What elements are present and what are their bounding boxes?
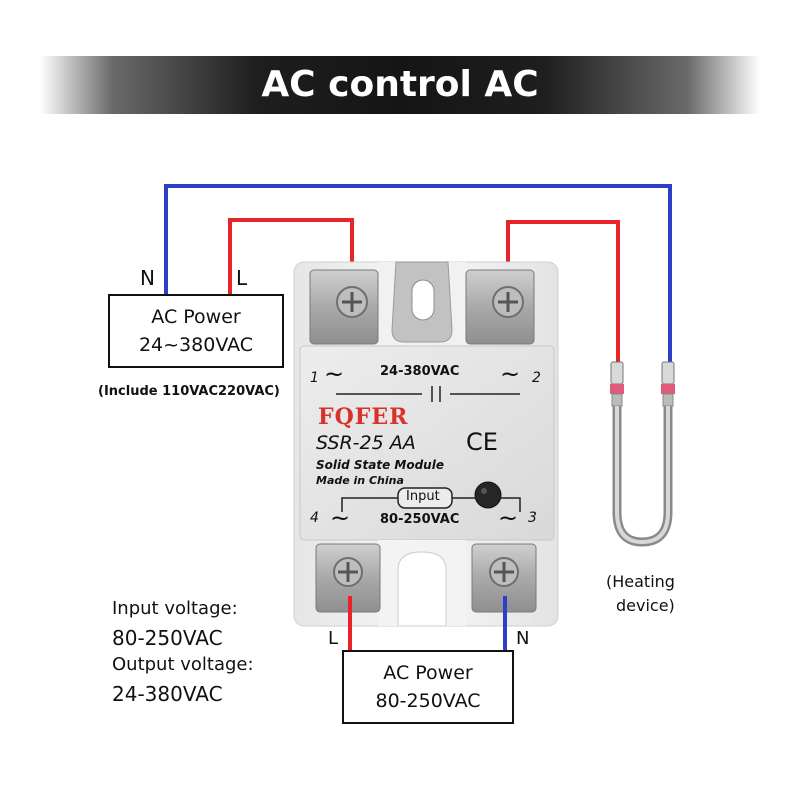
module-type-label: Solid State Module (316, 458, 444, 472)
neutral-wire-bottom (503, 596, 507, 652)
top-l-label: L (236, 266, 248, 290)
output-bracket (336, 386, 520, 402)
live-wire-top-right-horizontal (506, 220, 620, 224)
input-voltage-label: 80-250VAC (380, 512, 460, 527)
bottom-n-label: N (516, 628, 530, 649)
top-n-label: N (140, 266, 155, 290)
live-wire-bottom (348, 596, 352, 652)
output-voltage-spec-value: 24-380VAC (112, 682, 223, 706)
page-title: AC control AC (261, 64, 539, 105)
input-bracket (341, 497, 521, 512)
terminal-3-label: 3 (528, 510, 537, 526)
output-voltage-label: 24-380VAC (380, 364, 460, 379)
bottom-right-screw-terminal-icon (471, 543, 537, 613)
live-wire-top-left-vertical (228, 218, 232, 296)
input-label: Input (406, 489, 440, 504)
terminal-3-tilde: ~ (498, 504, 519, 532)
ce-mark: CE (466, 428, 498, 456)
ac-power-box-top: AC Power 24~380VAC (108, 294, 284, 368)
top-right-screw-terminal-icon (465, 269, 535, 345)
neutral-wire-top-vertical-right (668, 184, 672, 364)
terminal-4-label: 4 (310, 510, 319, 526)
model-label: SSR-25 AA (316, 432, 416, 454)
ac-power-box-bottom: AC Power 80-250VAC (342, 650, 514, 724)
ac-power-top-line2: 24~380VAC (138, 334, 254, 356)
ac-power-bottom-line1: AC Power (383, 662, 473, 684)
input-voltage-spec-label: Input voltage: (112, 598, 238, 619)
terminal-4-tilde: ~ (330, 504, 351, 532)
input-voltage-spec-value: 80-250VAC (112, 626, 223, 650)
terminal-2-label: 2 (532, 370, 541, 386)
terminal-1-tilde: ~ (324, 360, 345, 388)
ac-power-top-note: (Include 110VAC220VAC) (98, 384, 280, 399)
live-wire-top-right-drop (506, 220, 510, 300)
status-led (474, 481, 502, 509)
brand-logo: FQFER (318, 404, 409, 430)
live-wire-top-right-vertical (616, 220, 620, 364)
bottom-left-screw-terminal-icon (315, 543, 381, 613)
terminal-2-tilde: ~ (500, 360, 521, 388)
neutral-wire-top-horizontal (164, 184, 672, 188)
mounting-slot-icon (391, 261, 453, 343)
ac-power-bottom-line2: 80-250VAC (375, 690, 481, 712)
heater-label-line1: (Heating (606, 572, 675, 591)
neutral-wire-top-vertical-left (164, 184, 168, 296)
ac-power-top-line1: AC Power (151, 306, 241, 328)
output-voltage-spec-label: Output voltage: (112, 654, 254, 675)
live-wire-top-left-horizontal (228, 218, 354, 222)
terminal-1-label: 1 (310, 370, 319, 386)
top-left-screw-terminal-icon (309, 269, 379, 345)
lower-mounting-slot (397, 551, 447, 627)
heater-label-line2: device) (616, 596, 675, 615)
input-label-box (397, 487, 453, 509)
title-banner (40, 56, 760, 114)
origin-label: Made in China (316, 474, 404, 487)
bottom-l-label: L (328, 628, 339, 649)
live-wire-top-left-drop (350, 218, 354, 298)
